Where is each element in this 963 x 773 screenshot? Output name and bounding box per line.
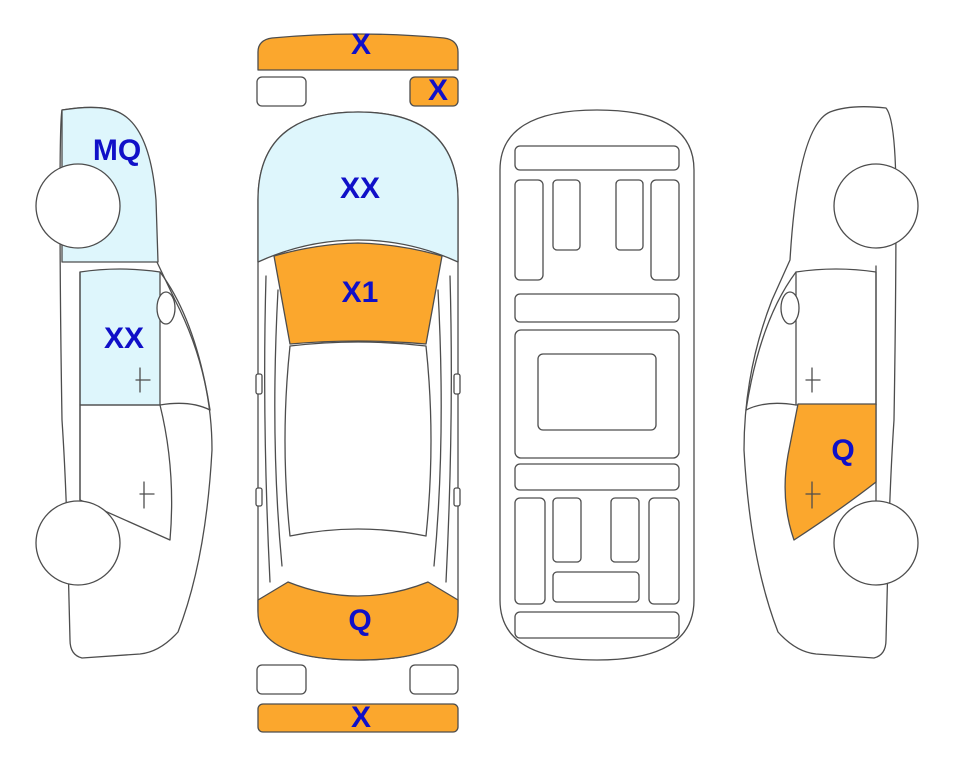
hood-label: X1 bbox=[342, 276, 379, 309]
underbody-part[interactable] bbox=[649, 498, 679, 604]
left-rear-wheel[interactable] bbox=[36, 501, 120, 585]
rear-plate-left[interactable] bbox=[257, 665, 306, 694]
front-bumper-area: X X bbox=[257, 28, 458, 107]
right-window-frame bbox=[746, 403, 796, 410]
roof[interactable] bbox=[285, 342, 431, 536]
underbody-part[interactable] bbox=[651, 180, 679, 280]
front-plate-left[interactable] bbox=[257, 77, 306, 106]
right-rear-wheel[interactable] bbox=[834, 501, 918, 585]
underbody-part[interactable] bbox=[515, 146, 679, 170]
left-front-door-label: XX bbox=[104, 322, 144, 355]
left-window-frame bbox=[160, 403, 210, 410]
car-right-side-view: Q bbox=[744, 107, 918, 658]
left-handle[interactable] bbox=[140, 482, 154, 508]
underbody-part[interactable] bbox=[553, 498, 581, 562]
underbody-part[interactable] bbox=[515, 294, 679, 322]
underbody-part[interactable] bbox=[538, 354, 656, 430]
left-handle[interactable] bbox=[256, 488, 262, 506]
left-front-fender-label: MQ bbox=[93, 134, 141, 167]
front-plate-right-label: X bbox=[428, 74, 448, 107]
rear-plate-right[interactable] bbox=[410, 665, 458, 694]
left-front-wheel[interactable] bbox=[36, 164, 120, 248]
underbody-part[interactable] bbox=[515, 498, 545, 604]
underbody-part[interactable] bbox=[553, 572, 639, 602]
left-a-pillar-line bbox=[265, 276, 270, 582]
right-handle[interactable] bbox=[806, 368, 820, 392]
underbody-part[interactable] bbox=[515, 612, 679, 638]
right-front-door[interactable] bbox=[796, 269, 876, 405]
car-left-side-view: MQ XX bbox=[36, 107, 212, 658]
left-window-line bbox=[275, 290, 282, 566]
car-top-view: XX X1 Q bbox=[256, 112, 460, 660]
underbody-part[interactable] bbox=[553, 180, 580, 250]
right-rear-door-label: Q bbox=[831, 434, 854, 467]
right-mirror[interactable] bbox=[454, 374, 460, 394]
windshield-label: XX bbox=[340, 172, 380, 205]
right-a-pillar-line bbox=[446, 276, 451, 582]
right-window-line bbox=[434, 290, 441, 566]
left-mirror[interactable] bbox=[157, 292, 175, 324]
right-handle[interactable] bbox=[454, 488, 460, 506]
underbody-part[interactable] bbox=[515, 180, 543, 280]
front-bumper-label: X bbox=[351, 28, 371, 61]
left-mirror[interactable] bbox=[256, 374, 262, 394]
trunk-label: Q bbox=[348, 604, 371, 637]
right-mirror[interactable] bbox=[781, 292, 799, 324]
underbody-part[interactable] bbox=[611, 498, 639, 562]
underbody-part[interactable] bbox=[515, 464, 679, 490]
rear-bumper-area: X bbox=[257, 665, 458, 734]
underbody-part[interactable] bbox=[616, 180, 643, 250]
rear-bumper-label: X bbox=[351, 701, 371, 734]
car-underbody-view bbox=[500, 110, 694, 660]
right-front-wheel[interactable] bbox=[834, 164, 918, 248]
